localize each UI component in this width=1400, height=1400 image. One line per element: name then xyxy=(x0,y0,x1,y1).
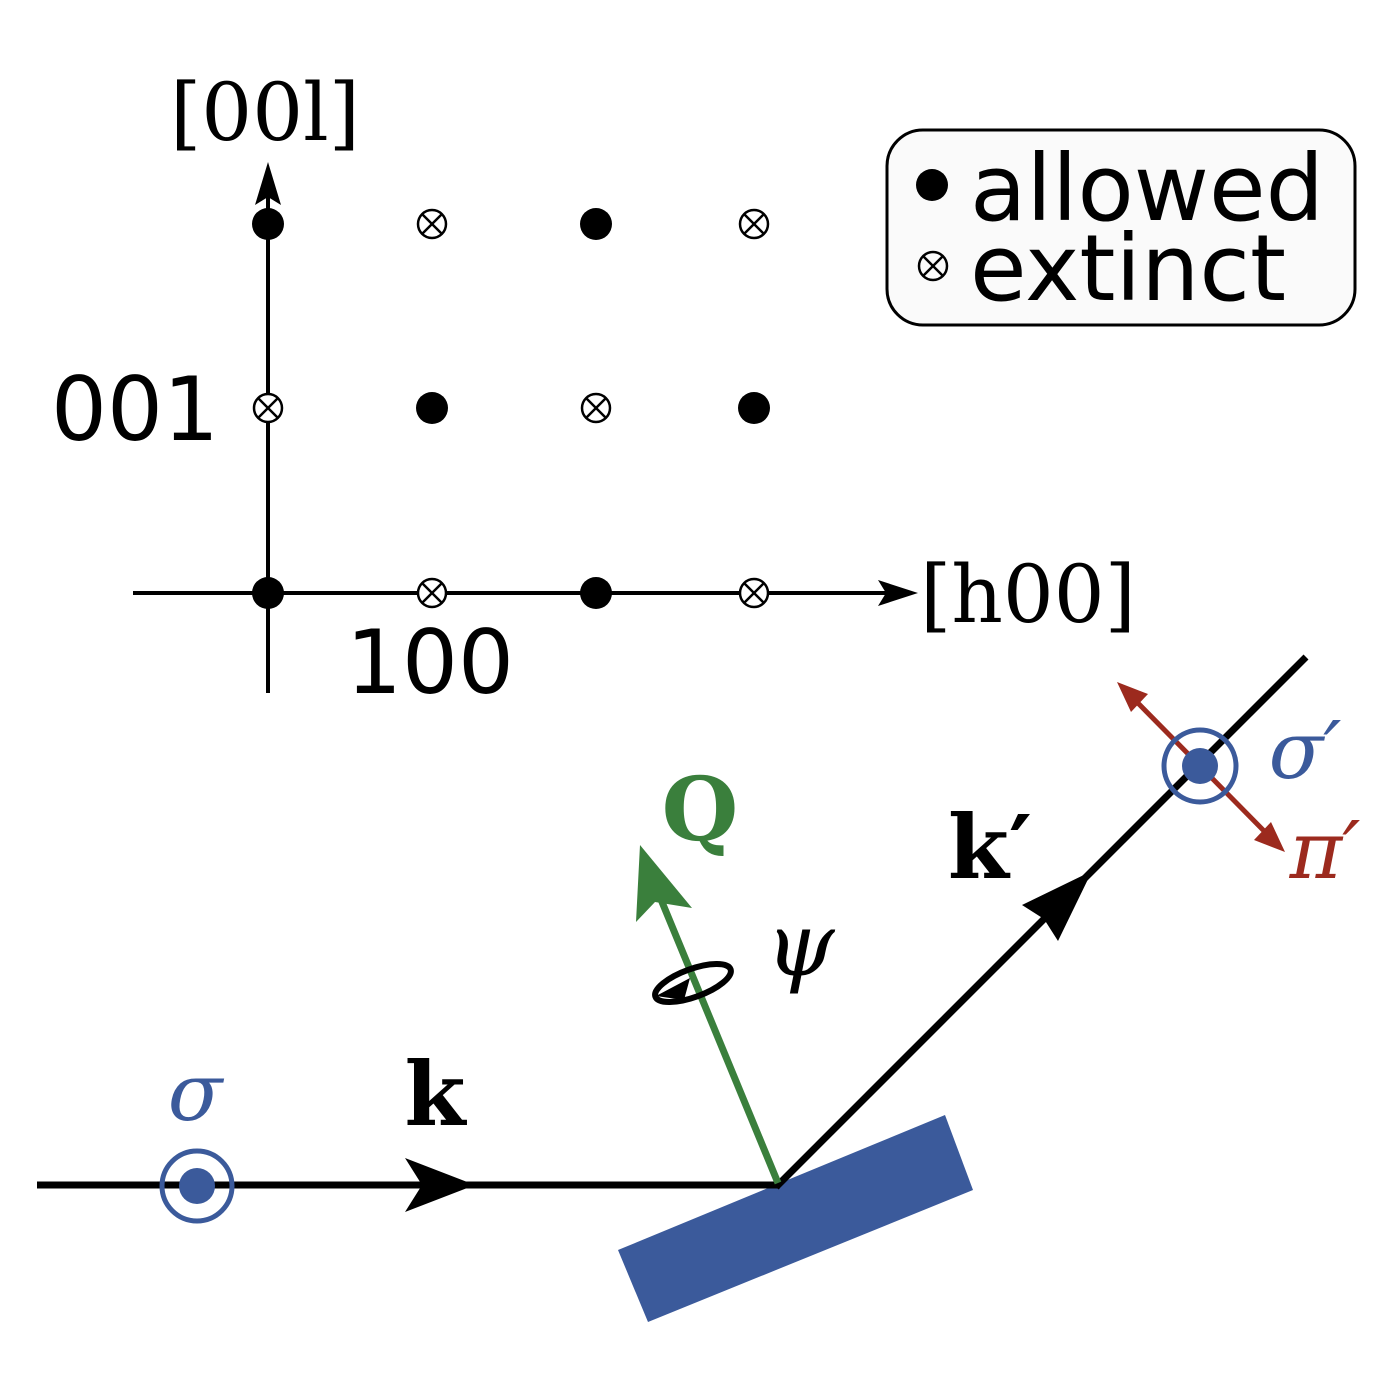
q-arrowhead xyxy=(636,845,692,922)
q-label: Q xyxy=(662,757,739,861)
extinct-reflection xyxy=(580,392,612,424)
sigma-prime-label: σ′ xyxy=(1269,704,1342,797)
legend-extinct: extinct xyxy=(970,215,1286,322)
allowed-reflection xyxy=(580,577,612,609)
extinct-reflection xyxy=(738,208,770,240)
extinct-reflection xyxy=(738,577,770,609)
tick-label-001: 001 xyxy=(51,358,219,461)
incident-beam-arrow xyxy=(405,1158,475,1212)
azimuth-rotation-icon xyxy=(652,961,734,1005)
sigma-label: σ xyxy=(168,1046,225,1139)
allowed-marker-icon xyxy=(916,169,948,201)
q-vector xyxy=(651,883,782,1185)
h-axis-label: [h00] xyxy=(920,548,1136,641)
k-label: k xyxy=(405,1042,468,1146)
scattered-beam xyxy=(773,654,1309,1190)
l-axis-label: [00l] xyxy=(170,66,360,159)
crystal-sample xyxy=(618,1115,973,1322)
pi-prime-label: π′ xyxy=(1289,804,1361,897)
allowed-reflection xyxy=(252,208,284,240)
extinct-marker-icon xyxy=(917,250,949,282)
extinct-reflection xyxy=(416,208,448,240)
pi-arrowhead-down xyxy=(1254,822,1285,852)
scattered-sigma-polarization-icon xyxy=(1161,727,1239,805)
legend-allowed: allowed xyxy=(970,135,1324,242)
extinct-reflection xyxy=(416,577,448,609)
extinct-reflection xyxy=(252,392,284,424)
h-axis-arrowhead xyxy=(878,580,918,606)
lattice-points xyxy=(252,208,770,609)
psi-label: ψ xyxy=(765,893,835,996)
k-prime-label: k′ xyxy=(948,795,1032,899)
l-axis-arrowhead xyxy=(255,162,281,205)
pi-arrowhead-up xyxy=(1117,682,1148,712)
allowed-reflection xyxy=(416,392,448,424)
tick-label-100: 100 xyxy=(346,611,514,714)
allowed-reflection xyxy=(252,577,284,609)
allowed-reflection xyxy=(738,392,770,424)
scattered-beam-arrow xyxy=(1022,871,1092,941)
allowed-reflection xyxy=(580,208,612,240)
legend: allowed extinct xyxy=(885,128,1357,327)
incident-sigma-polarization-icon xyxy=(159,1148,235,1224)
